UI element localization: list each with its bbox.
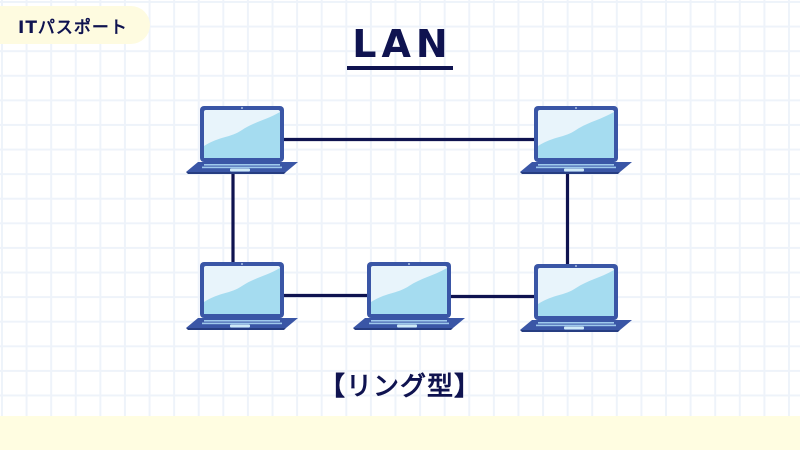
- laptop-icon: [186, 262, 298, 330]
- footer-band: [0, 416, 800, 450]
- category-badge: ITパスポート: [0, 6, 150, 44]
- network-links: [231, 137, 570, 299]
- laptop-icon: [520, 264, 632, 332]
- page-title-wrap: LAN: [0, 24, 800, 70]
- page-title: LAN: [347, 24, 453, 70]
- topology-caption: 【リング型】: [318, 372, 481, 402]
- laptop-icon: [186, 106, 298, 174]
- laptop-icon: [520, 106, 632, 174]
- badge-label: ITパスポート: [18, 17, 128, 38]
- laptop-icon: [353, 262, 465, 330]
